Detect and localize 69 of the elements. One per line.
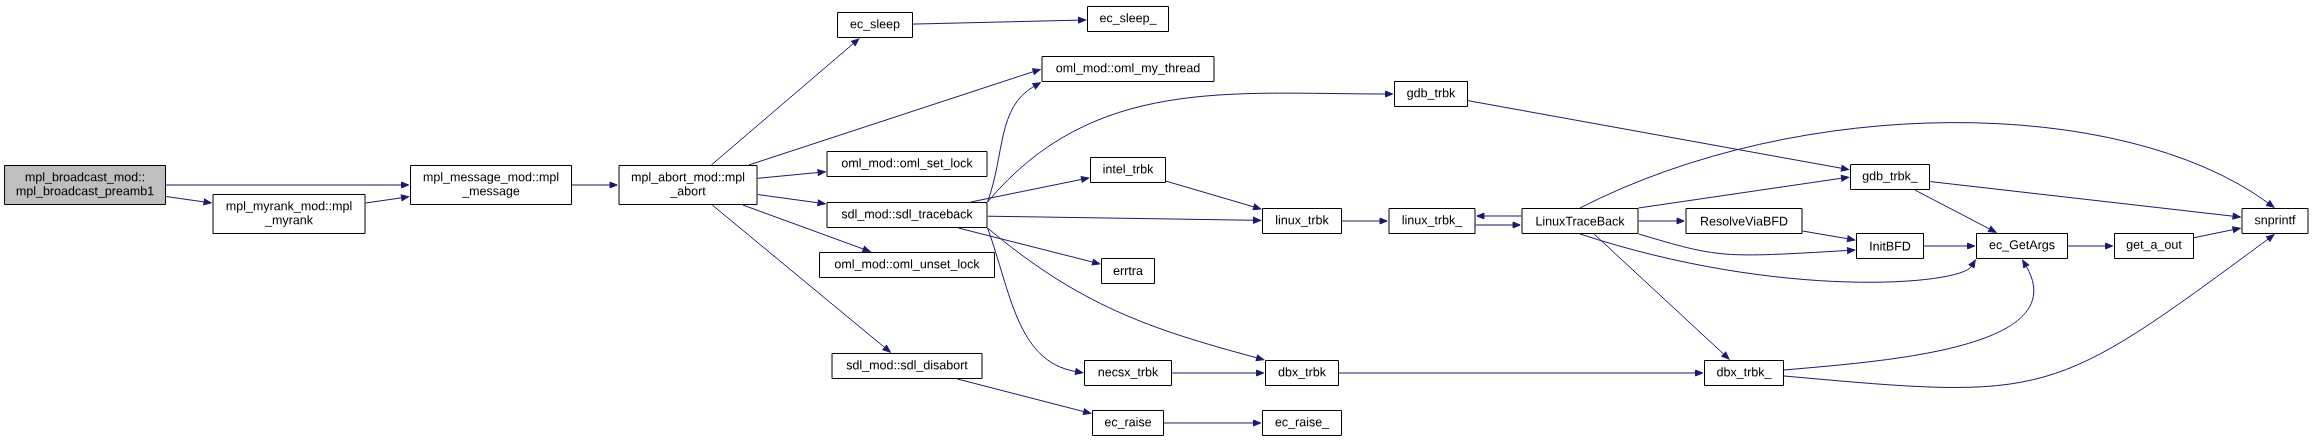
arrow (757, 169, 826, 179)
arrow (1929, 181, 2241, 220)
arrow (1163, 419, 1262, 427)
arrow (957, 227, 1101, 266)
function-box: oml_mod::oml_set_lock (826, 151, 988, 177)
arrow (987, 227, 1265, 362)
arrow (1579, 233, 1976, 283)
arrow (742, 204, 871, 253)
function-box: necsx_trbk (1084, 360, 1172, 386)
function-box: mpl_abort_mod::mpl _abort (618, 165, 758, 205)
arrow (1638, 174, 1850, 209)
function-box: gdb_trbk_ (1850, 164, 1930, 190)
arrow (987, 215, 1262, 224)
function-box: linux_trbk_ (1388, 208, 1476, 234)
arrow (987, 82, 1041, 203)
function-box: oml_mod::oml_unset_lock (819, 252, 995, 278)
function-box: ec_sleep_ (1087, 6, 1169, 32)
function-box: ec_raise_ (1262, 410, 1342, 436)
function-box: dbx_trbk (1265, 360, 1339, 386)
function-box: dbx_trbk_ (1704, 360, 1784, 386)
function-box: sdl_mod::sdl_traceback (826, 202, 988, 228)
arrow (1638, 233, 1856, 256)
arrow (1475, 221, 1521, 229)
arrow (2067, 242, 2114, 250)
function-box: gdb_trbk (1394, 81, 1468, 107)
function-box: InitBFD (1856, 233, 1924, 259)
arrow (1593, 233, 1730, 360)
arrow (571, 181, 618, 189)
arrow (165, 196, 212, 206)
function-box: intel_trbk (1090, 157, 1166, 183)
arrow (1171, 369, 1265, 377)
function-box: mpl_broadcast_mod:: mpl_broadcast_preamb1 (4, 165, 166, 205)
function-box: linux_trbk (1262, 208, 1342, 234)
arrow (1638, 217, 1685, 225)
arrow (1476, 212, 1522, 220)
arrow (1341, 217, 1388, 225)
arrow (757, 194, 826, 207)
function-box: ec_GetArgs (1976, 233, 2068, 259)
arrow (1338, 369, 1704, 377)
arrow (1923, 242, 1976, 250)
arrow (748, 68, 1041, 166)
arrow (970, 176, 1090, 203)
arrow (1802, 230, 1856, 243)
arrow (987, 227, 1084, 375)
arrow (710, 38, 860, 166)
function-box: oml_mod::oml_my_thread (1041, 56, 1215, 82)
function-box: errtra (1101, 258, 1155, 284)
arrow (1783, 234, 2275, 388)
function-box: snprintf (2241, 208, 2309, 234)
function-box: mpl_message_mod::mpl _message (410, 165, 572, 205)
arrow (1579, 122, 2275, 209)
arrow (165, 181, 410, 189)
function-box: mpl_myrank_mod::mpl _myrank (212, 194, 366, 234)
arrow (1165, 180, 1262, 211)
arrow (711, 204, 891, 353)
arrow (1914, 189, 1997, 233)
arrow (1467, 100, 1850, 172)
arrow (987, 90, 1394, 203)
arrow (2193, 226, 2241, 239)
arrow (956, 378, 1092, 415)
arrow (1783, 259, 2034, 371)
function-box: sdl_mod::sdl_disabort (831, 353, 983, 379)
arrow (365, 194, 410, 204)
function-box: get_a_out (2114, 233, 2194, 259)
function-box: ec_sleep (837, 12, 913, 38)
function-box: ec_raise (1092, 410, 1164, 436)
function-box: LinuxTraceBack (1521, 208, 1639, 234)
arrow (912, 16, 1087, 25)
function-box: ResolveViaBFD (1685, 208, 1803, 234)
